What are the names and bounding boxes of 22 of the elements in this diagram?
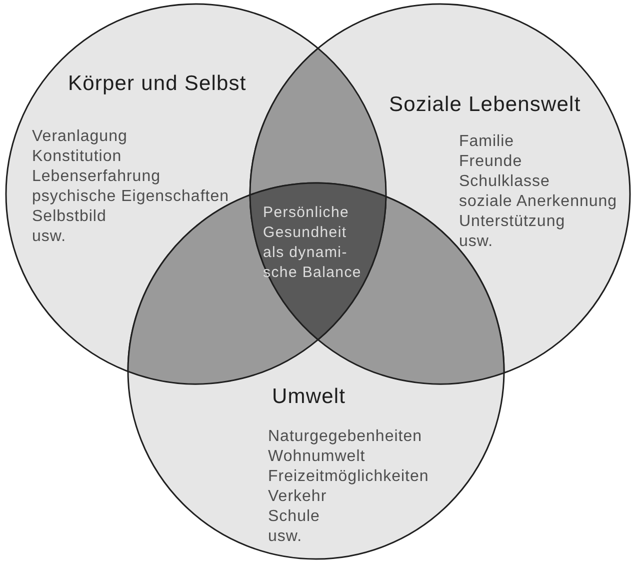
list-item: Unterstützung (459, 212, 566, 232)
list-item: Lebenserfahrung (32, 167, 160, 187)
list-item: Veranlagung (32, 127, 128, 147)
list-item: Schulklasse (459, 172, 550, 192)
list-item: Wohnumwelt (268, 447, 366, 467)
list-item: Freizeitmöglichkeiten (268, 467, 429, 487)
list-item: Familie (459, 132, 514, 152)
list-item: Schule (268, 507, 320, 527)
list-item: soziale Anerkennung (459, 192, 618, 212)
list-item: usw. (32, 227, 66, 247)
list-item: Konstitution (32, 147, 122, 167)
list-item: psychische Eigenschaften (32, 187, 229, 207)
circle-heading: Körper und Selbst (68, 72, 246, 96)
circle-heading: Soziale Lebenswelt (389, 93, 581, 117)
core-label: Persönliche Gesundheit als dynami-sche Balance (263, 203, 362, 283)
list-item: Freunde (459, 152, 522, 172)
list-item: usw. (459, 232, 494, 252)
list-item: usw. (268, 527, 302, 547)
list-item: Naturgegebenheiten (268, 427, 422, 447)
circle-heading: Umwelt (272, 385, 346, 409)
list-item: Verkehr (268, 487, 327, 507)
list-item: Selbstbild (32, 207, 106, 227)
